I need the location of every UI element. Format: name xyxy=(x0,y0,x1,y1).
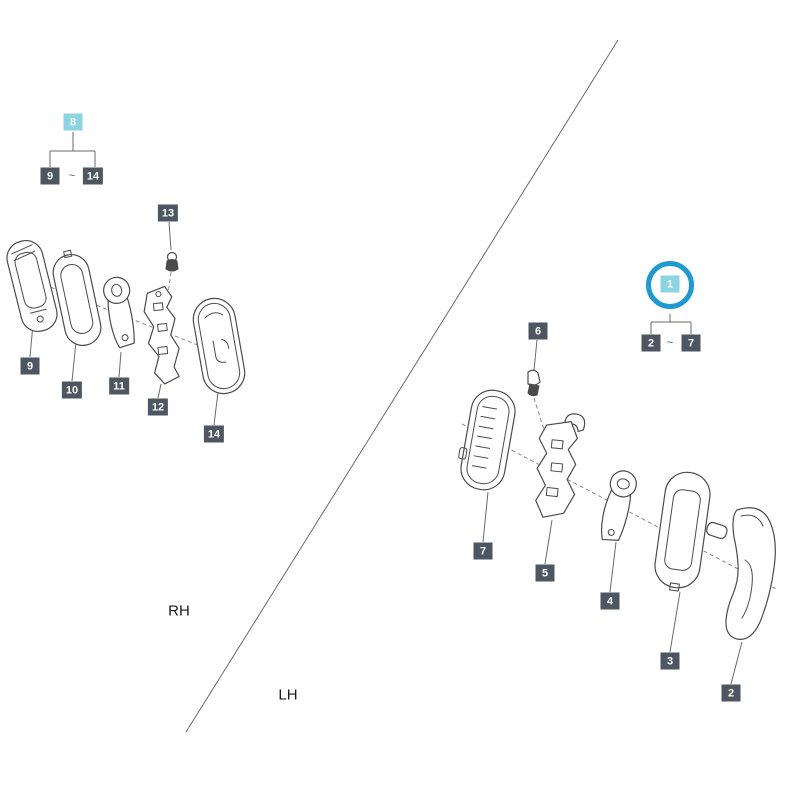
leader-2 xyxy=(730,641,743,685)
callout-part-13[interactable]: 13 xyxy=(157,204,179,222)
leader-14 xyxy=(213,391,219,426)
leader-5 xyxy=(544,519,553,565)
part-3-gasket-lh[interactable] xyxy=(652,470,713,594)
leader-6 xyxy=(533,339,538,371)
lh-side-label: LH xyxy=(278,686,298,704)
leader-3 xyxy=(669,591,681,653)
part-5-latch-mechanism-lh[interactable] xyxy=(531,410,586,520)
callout-part-11[interactable]: 11 xyxy=(109,377,129,395)
callout-range-from-2[interactable]: 2 xyxy=(641,334,661,352)
callout-part-12[interactable]: 12 xyxy=(147,398,169,416)
callout-part-14[interactable]: 14 xyxy=(203,425,225,443)
callout-group-1[interactable]: 1 xyxy=(660,275,680,293)
part-7-handle-base-lh[interactable] xyxy=(454,386,519,493)
callout-range-from-9[interactable]: 9 xyxy=(40,167,60,185)
range-tilde-right: ~ xyxy=(666,337,674,349)
leader-4 xyxy=(609,541,617,593)
axis-dashed-6-5 xyxy=(533,397,550,447)
leader-13 xyxy=(168,221,172,251)
callout-part-9[interactable]: 9 xyxy=(20,357,40,375)
bracket-right xyxy=(650,314,692,334)
callout-group-8[interactable]: 8 xyxy=(63,113,83,131)
part-13-clip-rh[interactable] xyxy=(165,251,179,272)
part-14-cover-rh[interactable] xyxy=(190,295,248,397)
callout-part-7[interactable]: 7 xyxy=(473,542,493,560)
part-4-handle-lever-lh[interactable] xyxy=(596,468,639,544)
callout-range-to-14[interactable]: 14 xyxy=(82,167,104,185)
divider-line xyxy=(185,39,619,733)
callout-part-3[interactable]: 3 xyxy=(660,652,680,670)
leader-10 xyxy=(71,341,77,382)
callout-part-2[interactable]: 2 xyxy=(721,684,741,702)
part-12-latch-mechanism-rh[interactable] xyxy=(142,285,183,386)
leader-7 xyxy=(482,491,489,543)
range-tilde-left: ~ xyxy=(68,170,76,182)
part-10-gasket-rh[interactable] xyxy=(49,247,104,348)
part-9-handle-base-rh[interactable] xyxy=(3,237,60,335)
bracket-left xyxy=(49,132,96,167)
rh-side-label: RH xyxy=(168,602,190,620)
callout-part-6[interactable]: 6 xyxy=(528,322,548,340)
leader-11 xyxy=(118,351,122,378)
callout-part-4[interactable]: 4 xyxy=(600,592,620,610)
callout-part-5[interactable]: 5 xyxy=(535,564,555,582)
leader-12 xyxy=(157,383,162,399)
callout-part-10[interactable]: 10 xyxy=(61,381,83,399)
callout-range-to-7[interactable]: 7 xyxy=(681,334,701,352)
part-2-outer-handle-lh[interactable] xyxy=(705,507,776,640)
part-6-clip-lh[interactable] xyxy=(527,369,541,397)
part-11-handle-lever-rh[interactable] xyxy=(102,275,140,349)
